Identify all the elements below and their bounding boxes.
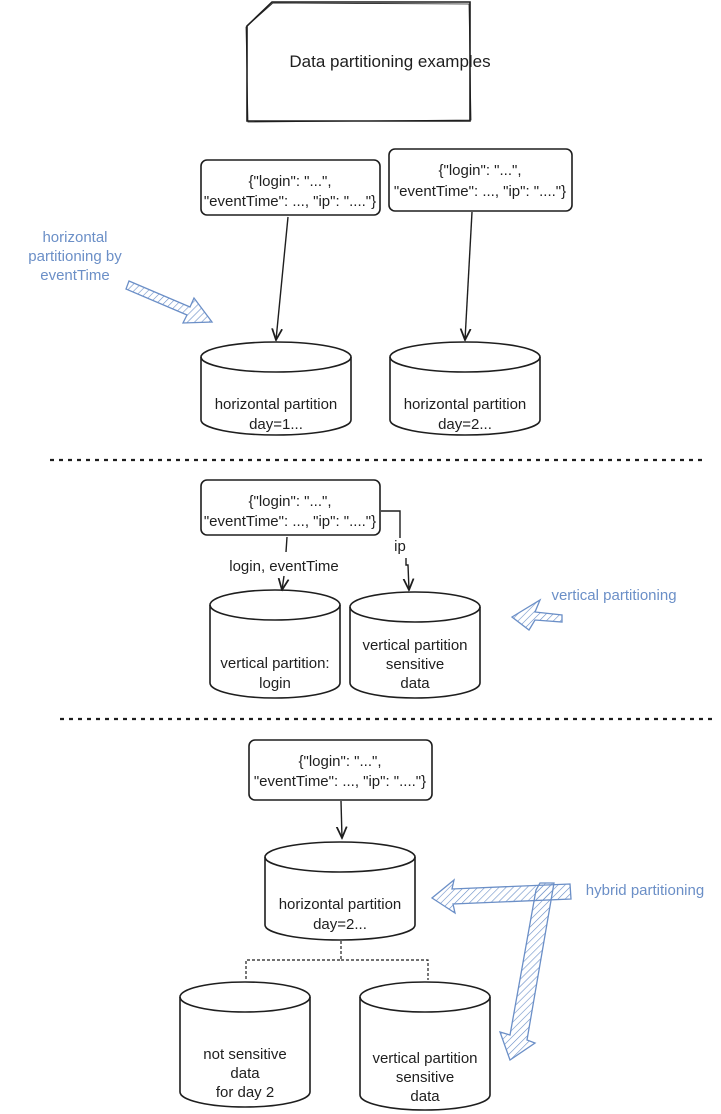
partition-label: for day 2 [216, 1084, 274, 1101]
hybrid-annotation: hybrid partitioning [430, 878, 704, 1062]
record-line-1: {"login": "...", [298, 753, 381, 770]
annotation-line: eventTime [40, 267, 109, 284]
record-box-h2: {"login": "...", "eventTime": ..., "ip":… [388, 148, 573, 212]
partition-label: vertical partition [362, 637, 467, 654]
record-line-2: "eventTime": ..., "ip": "...."} [394, 183, 566, 200]
partition-label: data [400, 675, 430, 692]
partition-label: sensitive [386, 656, 444, 673]
partition-label: data [410, 1088, 440, 1105]
partition-hybrid-horizontal: horizontal partition day=2... [264, 841, 416, 941]
partition-label: vertical partition: [220, 655, 329, 672]
record-line-1: {"login": "...", [438, 162, 521, 179]
partition-login: vertical partition: login [209, 589, 341, 699]
annotation-text: hybrid partitioning [586, 882, 704, 899]
partition-not-sensitive: not sensitive data for day 2 [179, 981, 311, 1108]
arrow-to-hybrid [341, 800, 342, 838]
title-text: Data partitioning examples [289, 52, 490, 71]
arrow-to-day1 [276, 216, 289, 340]
annotation-text: vertical partitioning [551, 587, 676, 604]
annotation-arrow [498, 882, 555, 1062]
partition-label: data [230, 1065, 260, 1082]
vertical-annotation: vertical partitioning [510, 587, 677, 631]
record-box-h1: {"login": "...", "eventTime": ..., "ip":… [200, 159, 381, 216]
record-box-v: {"login": "...", "eventTime": ..., "ip":… [200, 479, 381, 536]
partition-label: not sensitive [203, 1046, 286, 1063]
record-box-hybrid: {"login": "...", "eventTime": ..., "ip":… [248, 739, 433, 801]
annotation-arrow [510, 598, 563, 631]
partition-day2: horizontal partition day=2... [389, 341, 541, 436]
partition-sensitive-hybrid: vertical partition sensitive data [359, 981, 491, 1111]
annotation-line: partitioning by [28, 248, 122, 265]
partition-label: horizontal partition [404, 396, 527, 413]
record-line-1: {"login": "...", [248, 493, 331, 510]
arrow-login [282, 536, 287, 590]
split-connector [245, 941, 429, 980]
annotation-arrow [125, 280, 214, 324]
partition-label: day=2... [313, 916, 367, 933]
record-line-2: "eventTime": ..., "ip": "...."} [254, 773, 426, 790]
record-line-1: {"login": "...", [248, 173, 331, 190]
edge-label-login: login, eventTime [229, 558, 339, 575]
partition-label: horizontal partition [279, 896, 402, 913]
arrow-to-day2 [465, 211, 473, 340]
record-line-2: "eventTime": ..., "ip": "...."} [204, 513, 376, 530]
partition-label: day=1... [249, 416, 303, 433]
record-line-2: "eventTime": ..., "ip": "...."} [204, 193, 376, 210]
partition-label: horizontal partition [215, 396, 338, 413]
partition-day1: horizontal partition day=1... [200, 341, 352, 436]
partition-label: sensitive [396, 1069, 454, 1086]
partition-label: day=2... [438, 416, 492, 433]
horizontal-annotation: horizontal partitioning by eventTime [28, 229, 214, 324]
partition-label: vertical partition [372, 1050, 477, 1067]
arrow-ip [381, 510, 409, 590]
partition-sensitive-v: vertical partition sensitive data [349, 591, 481, 699]
edge-label-ip: ip [394, 538, 406, 555]
annotation-line: horizontal [42, 229, 107, 246]
partition-label: login [259, 675, 291, 692]
title-box: Data partitioning examples [245, 1, 491, 123]
